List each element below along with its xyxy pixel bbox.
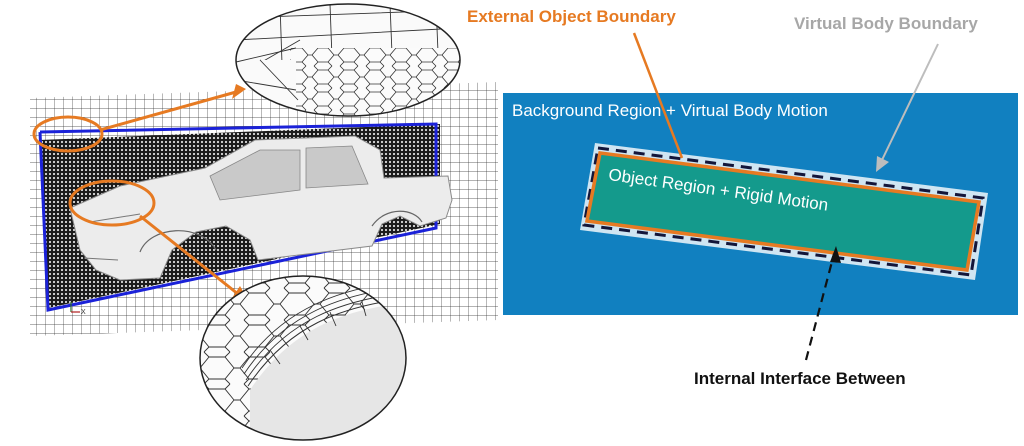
callout-ellipse-top [32, 115, 104, 153]
arrowhead-top [232, 84, 246, 99]
virtual-body-boundary-label: Virtual Body Boundary [794, 14, 978, 33]
axis-triad-icon: Z X [68, 296, 86, 316]
axis-x-label: X [81, 309, 86, 316]
callout-ellipse-mid [68, 179, 156, 227]
callout-markers [32, 90, 239, 296]
external-object-boundary-label: External Object Boundary [467, 7, 676, 26]
callout-arrow-top [99, 90, 237, 132]
axis-z-label: Z [68, 296, 73, 303]
zoom-oval-bottom [199, 275, 407, 441]
mesh-figure: Z X [30, 3, 498, 441]
vehicle-body [69, 135, 453, 281]
callout-arrow-mid [139, 214, 239, 296]
background-region-label: Background Region + Virtual Body Motion [512, 101, 828, 120]
domain-outline [38, 122, 438, 312]
internal-interface-label: Internal Interface Between [694, 369, 906, 388]
